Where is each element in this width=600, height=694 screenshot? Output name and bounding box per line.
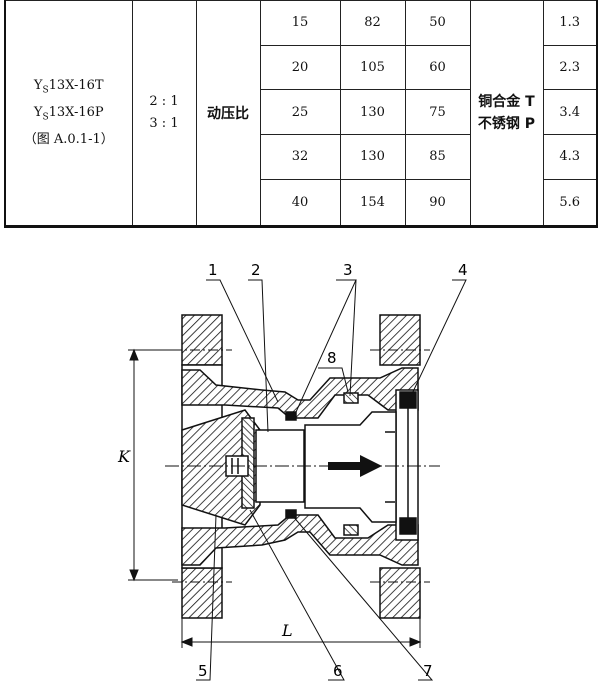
l-cell: 154 <box>339 178 406 228</box>
ratio-cell: 2 : 1 3 : 1 <box>131 0 197 227</box>
ratio-name-cell: 动压比 <box>195 0 261 227</box>
ratio-value: 2 : 1 <box>149 94 179 109</box>
k-cell: 75 <box>404 89 471 135</box>
dn-cell: 20 <box>259 44 341 91</box>
l-cell: 130 <box>339 89 406 135</box>
dimension-l <box>180 618 422 648</box>
part-label: 8 <box>327 349 337 367</box>
dim-k-label: K <box>117 447 131 466</box>
table-row: 25 130 75 3.4 <box>5 89 598 135</box>
k-cell: 85 <box>404 133 471 180</box>
model-subscript: S <box>42 112 49 123</box>
model-code-t: 13X-16T <box>48 78 104 94</box>
dn-cell: 32 <box>259 133 341 180</box>
l-cell: 105 <box>339 44 406 91</box>
k-cell: 60 <box>404 44 471 91</box>
dn-cell: 15 <box>259 0 341 46</box>
part-label: 6 <box>333 662 343 680</box>
model-letter: Y <box>33 78 43 94</box>
weight-cell: 4.3 <box>542 133 598 180</box>
weight-cell: 1.3 <box>542 0 598 46</box>
weight-cell: 5.6 <box>542 178 598 228</box>
k-cell: 90 <box>404 178 471 228</box>
part-label: 2 <box>251 261 261 279</box>
part-label: 1 <box>208 261 218 279</box>
material-steel: 不锈钢 P <box>477 116 536 132</box>
dn-cell: 40 <box>259 178 341 228</box>
table-row: 40 154 90 5.6 <box>5 178 598 228</box>
part-label: 3 <box>343 261 353 279</box>
material-cell: 铜合金 T 不锈钢 P <box>469 0 544 227</box>
dn-cell: 25 <box>259 89 341 135</box>
model-letter: Y <box>33 105 43 120</box>
weight-cell: 3.4 <box>542 89 598 135</box>
model-subscript: S <box>42 86 49 96</box>
l-cell: 82 <box>339 0 406 46</box>
table-row: 32 130 85 4.3 <box>5 133 598 180</box>
part-label: 4 <box>458 261 468 279</box>
part-label: 5 <box>198 662 208 680</box>
l-cell: 130 <box>339 133 406 180</box>
dimension-k <box>128 348 178 582</box>
valve-section-drawing: K L 1 2 3 4 5 6 7 8 <box>117 261 468 681</box>
k-cell: 50 <box>404 0 471 46</box>
figure-ref: （图 A.0.1-1） <box>23 131 114 147</box>
leader-lines <box>196 279 467 681</box>
model-code-p: 13X-16P <box>48 105 104 120</box>
ratio-value: 3 : 1 <box>149 116 179 131</box>
part-label: 7 <box>423 662 433 680</box>
material-copper: 铜合金 T <box>478 94 535 110</box>
table-row: 20 105 60 2.3 <box>5 44 598 91</box>
weight-cell: 2.3 <box>542 44 598 91</box>
model-cell: YS13X-16T YS13X-16P （图 A.0.1-1） <box>4 0 133 227</box>
flow-arrow <box>328 455 382 477</box>
dim-l-label: L <box>281 621 293 640</box>
